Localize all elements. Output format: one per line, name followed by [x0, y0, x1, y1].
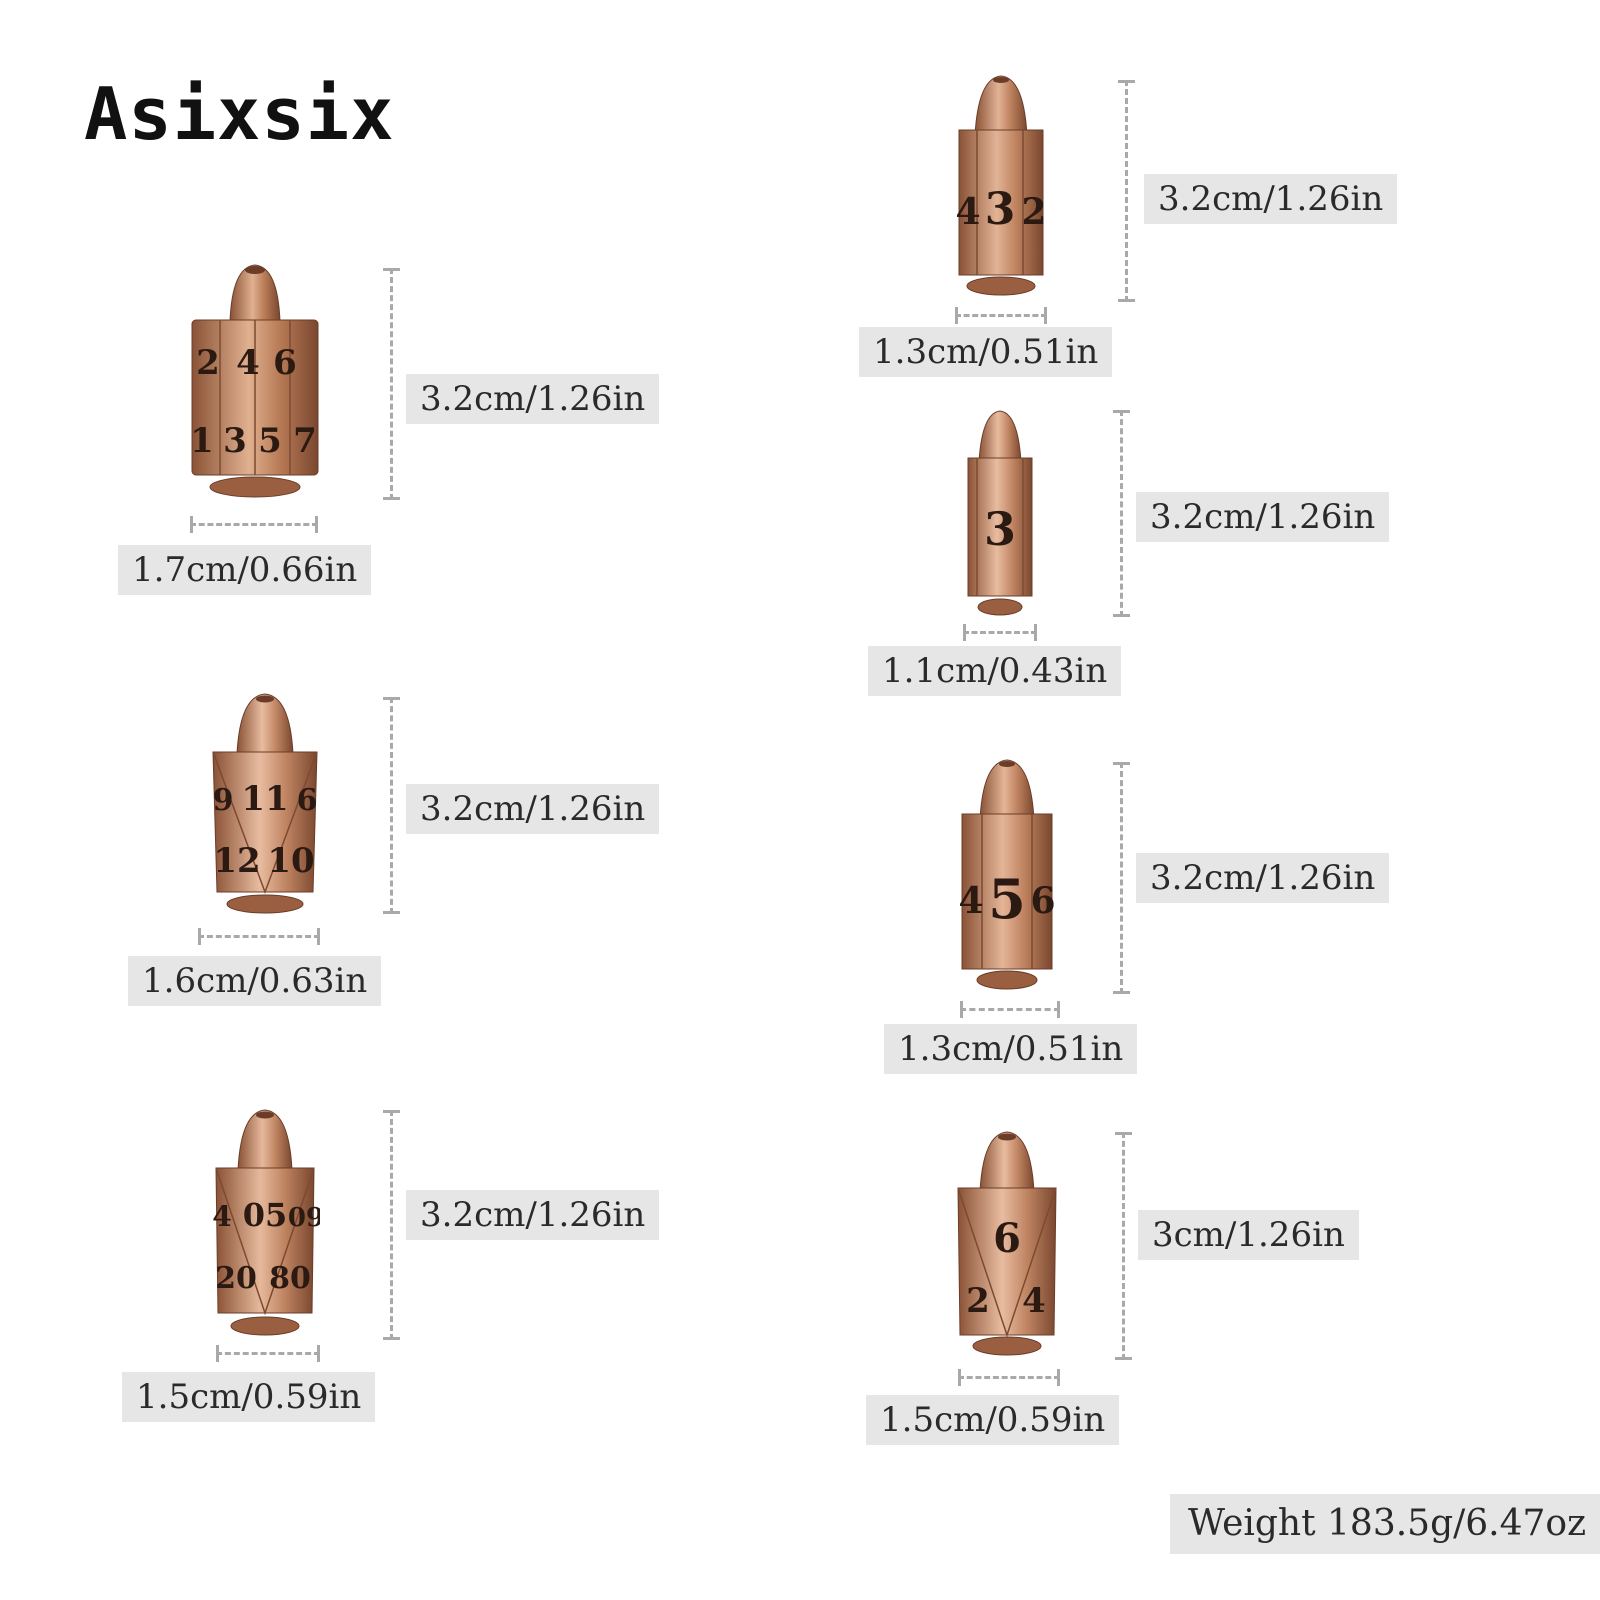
die-d8: 2 4 6 1 3 5 7	[190, 264, 319, 498]
die-d100: 4 05 09 20 80	[212, 1109, 320, 1336]
width-label: 1.1cm/0.43in	[868, 646, 1122, 696]
width-guide	[955, 307, 1047, 324]
brand-logo: Asixsix	[84, 72, 395, 156]
die-face-number: 6	[273, 343, 297, 383]
die-face-number: 3	[223, 421, 247, 461]
die-face-number: 4	[958, 880, 983, 922]
die-face-number: 7	[293, 421, 317, 461]
die-face-number: 12	[213, 841, 260, 881]
die-face-number: 9	[213, 783, 234, 818]
die-face-number: 2	[966, 1281, 990, 1321]
height-label: 3cm/1.26in	[1138, 1210, 1359, 1260]
height-label: 3.2cm/1.26in	[1144, 174, 1398, 224]
die-face-number: 11	[241, 779, 288, 819]
height-guide	[1113, 410, 1130, 617]
die-d4: 4 3 2	[955, 75, 1047, 296]
width-label: 1.5cm/0.59in	[866, 1395, 1120, 1445]
die-face-number: 6	[297, 783, 318, 818]
die-face-number: 4	[1022, 1281, 1046, 1321]
weight-label: Weight 183.5g/6.47oz	[1170, 1494, 1600, 1554]
die-d6: 4 5 6	[958, 759, 1056, 990]
height-guide	[383, 697, 400, 914]
die-face-number: 4	[212, 1200, 231, 1233]
die-face-number: 4	[236, 343, 260, 383]
die-d6-alt: 6 2 4	[957, 1131, 1057, 1356]
die-face-number: 6	[1030, 880, 1055, 922]
width-label: 1.5cm/0.59in	[122, 1372, 376, 1422]
die-face-number: 10	[267, 841, 314, 881]
width-guide	[958, 1369, 1060, 1386]
height-guide	[383, 1110, 400, 1340]
die-face-number: 80	[269, 1261, 311, 1296]
width-label: 1.7cm/0.66in	[118, 545, 372, 595]
die-d2: 3	[967, 410, 1033, 616]
die-face-number: 5	[988, 867, 1026, 931]
die-face-number: 20	[215, 1261, 257, 1296]
die-face-number: 5	[258, 421, 282, 461]
height-guide	[383, 268, 400, 500]
die-face-number: 3	[985, 184, 1016, 235]
die-face-number: 09	[288, 1203, 320, 1233]
width-guide	[963, 624, 1037, 641]
height-guide	[1113, 762, 1130, 994]
die-face-number: 3	[984, 502, 1016, 556]
width-guide	[190, 516, 318, 533]
die-face-number: 4	[955, 191, 980, 233]
die-face-number: 1	[190, 421, 214, 461]
die-face-number: 05	[243, 1196, 288, 1234]
width-label: 1.6cm/0.63in	[128, 956, 382, 1006]
width-guide	[216, 1345, 320, 1362]
height-guide	[1118, 80, 1135, 302]
width-label: 1.3cm/0.51in	[859, 327, 1113, 377]
die-face-number: 2	[196, 343, 220, 383]
width-guide	[198, 928, 320, 945]
height-guide	[1115, 1132, 1132, 1360]
height-label: 3.2cm/1.26in	[406, 374, 660, 424]
die-face-number: 6	[993, 1215, 1021, 1262]
width-label: 1.3cm/0.51in	[884, 1024, 1138, 1074]
height-label: 3.2cm/1.26in	[1136, 492, 1390, 542]
width-guide	[960, 1001, 1060, 1018]
die-face-number: 2	[1021, 191, 1046, 233]
die-d12: 9 11 6 12 10	[212, 693, 318, 914]
height-label: 3.2cm/1.26in	[1136, 853, 1390, 903]
height-label: 3.2cm/1.26in	[406, 784, 660, 834]
height-label: 3.2cm/1.26in	[406, 1190, 660, 1240]
